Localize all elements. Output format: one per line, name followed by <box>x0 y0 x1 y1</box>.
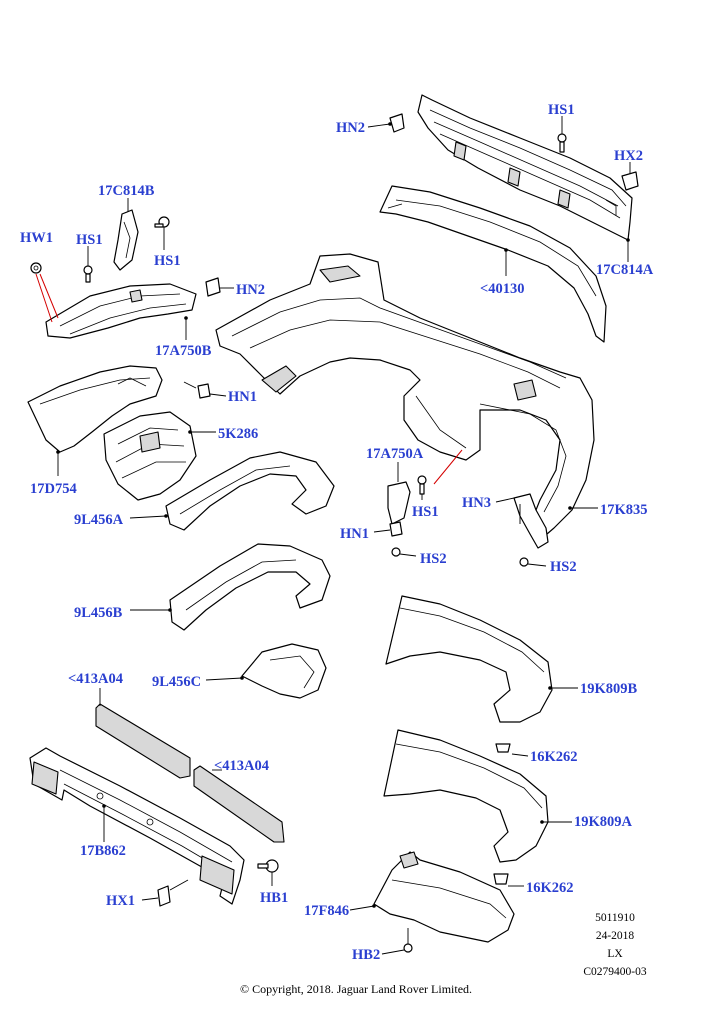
bumper-cover <box>215 253 595 541</box>
clip-hn1-mid <box>373 521 403 537</box>
callout-hs1-top: HS1 <box>548 102 575 118</box>
callout-17a750a: 17A750A <box>366 446 424 462</box>
callout-hn1-mid: HN1 <box>340 526 369 542</box>
screw-hs1-top <box>557 116 567 153</box>
clip-hn1-left <box>197 383 227 399</box>
callout-5k286: 5K286 <box>218 426 258 442</box>
callout-19k809b: 19K809B <box>580 681 638 697</box>
callout-17c814b: 17C814B <box>98 183 155 199</box>
copyright: © Copyright, 2018. Jaguar Land Rover Lim… <box>240 982 472 996</box>
callout-hx2: HX2 <box>614 148 643 164</box>
ref-line-2: 24-2018 <box>596 930 635 942</box>
callout-hs1-left2: HS1 <box>154 253 181 269</box>
callout-hs2-right: HS2 <box>550 559 577 575</box>
callout-9l456b: 9L456B <box>74 605 123 621</box>
callout-9l456c: 9L456C <box>152 674 201 690</box>
undertray-17f846 <box>373 851 515 943</box>
screw-hs1-left <box>83 246 93 283</box>
callout-9l456a: 9L456A <box>74 512 124 528</box>
callout-40130: <40130 <box>480 281 525 297</box>
foam-strip-413a04-a <box>95 688 191 779</box>
callout-17b862: 17B862 <box>80 843 126 859</box>
callout-19k809a: 19K809A <box>574 814 633 830</box>
screw-hs2-right <box>519 557 547 567</box>
lower-panel-19k809b <box>385 595 553 723</box>
screw-hs1-bracket <box>154 216 170 250</box>
callout-413a04-a: <413A04 <box>68 671 123 687</box>
rear-upper-beam <box>417 94 633 241</box>
clip-hn2-top <box>367 113 405 133</box>
callout-hw1: HW1 <box>20 230 53 246</box>
callout-hn2-mid: HN2 <box>236 282 265 298</box>
washer-hw1 <box>30 262 42 274</box>
clip-hx1 <box>141 879 189 907</box>
callout-hs1-left: HS1 <box>76 232 103 248</box>
clip-16k262-b <box>493 873 524 887</box>
clip-16k262-a <box>495 743 529 757</box>
trim-9l456a <box>165 451 335 531</box>
callout-hn3: HN3 <box>462 495 491 511</box>
bolt-hb1 <box>257 859 279 886</box>
upper-valance-strip <box>379 185 607 343</box>
callout-hs1-mid: HS1 <box>412 504 439 520</box>
callout-16k262-a: 16K262 <box>530 749 578 765</box>
bracket-17c814b <box>113 198 139 271</box>
ref-line-3: LX <box>607 948 623 960</box>
bracket-17k835 <box>495 493 598 549</box>
ref-line-4: C0279400-03 <box>583 966 647 978</box>
callout-17k835: 17K835 <box>600 502 648 518</box>
callout-hx1: HX1 <box>106 893 135 909</box>
callout-17c814a: 17C814A <box>596 262 654 278</box>
clip-hn2-mid <box>205 277 234 297</box>
trim-9l456b <box>169 543 331 631</box>
callout-413a04-b: <413A04 <box>214 758 269 774</box>
callout-hs2-mid: HS2 <box>420 551 447 567</box>
callout-17d754: 17D754 <box>30 481 77 497</box>
screw-hs2-mid <box>391 547 417 557</box>
callout-16k262-b: 16K262 <box>526 880 574 896</box>
bracket-17a750a <box>387 462 411 525</box>
bolt-hb2 <box>381 928 413 955</box>
trim-9l456c <box>241 643 327 699</box>
callout-hb2: HB2 <box>352 947 380 963</box>
callout-hn2-top: HN2 <box>336 120 365 136</box>
callout-17a750b: 17A750B <box>155 343 212 359</box>
callout-hb1: HB1 <box>260 890 288 906</box>
bracket-17a750b <box>45 283 197 339</box>
ref-line-1: 5011910 <box>595 912 635 924</box>
lower-panel-19k809a <box>383 729 549 863</box>
side-panel-17d754 <box>27 365 163 453</box>
callout-17f846: 17F846 <box>304 903 349 919</box>
foam-strip-413a04-b <box>193 765 285 843</box>
absorber-5k286 <box>103 411 197 501</box>
callout-hn1-left: HN1 <box>228 389 257 405</box>
clip-hx2 <box>621 162 639 191</box>
screw-hs1-mid <box>417 475 427 500</box>
beam-17b862 <box>29 747 245 905</box>
